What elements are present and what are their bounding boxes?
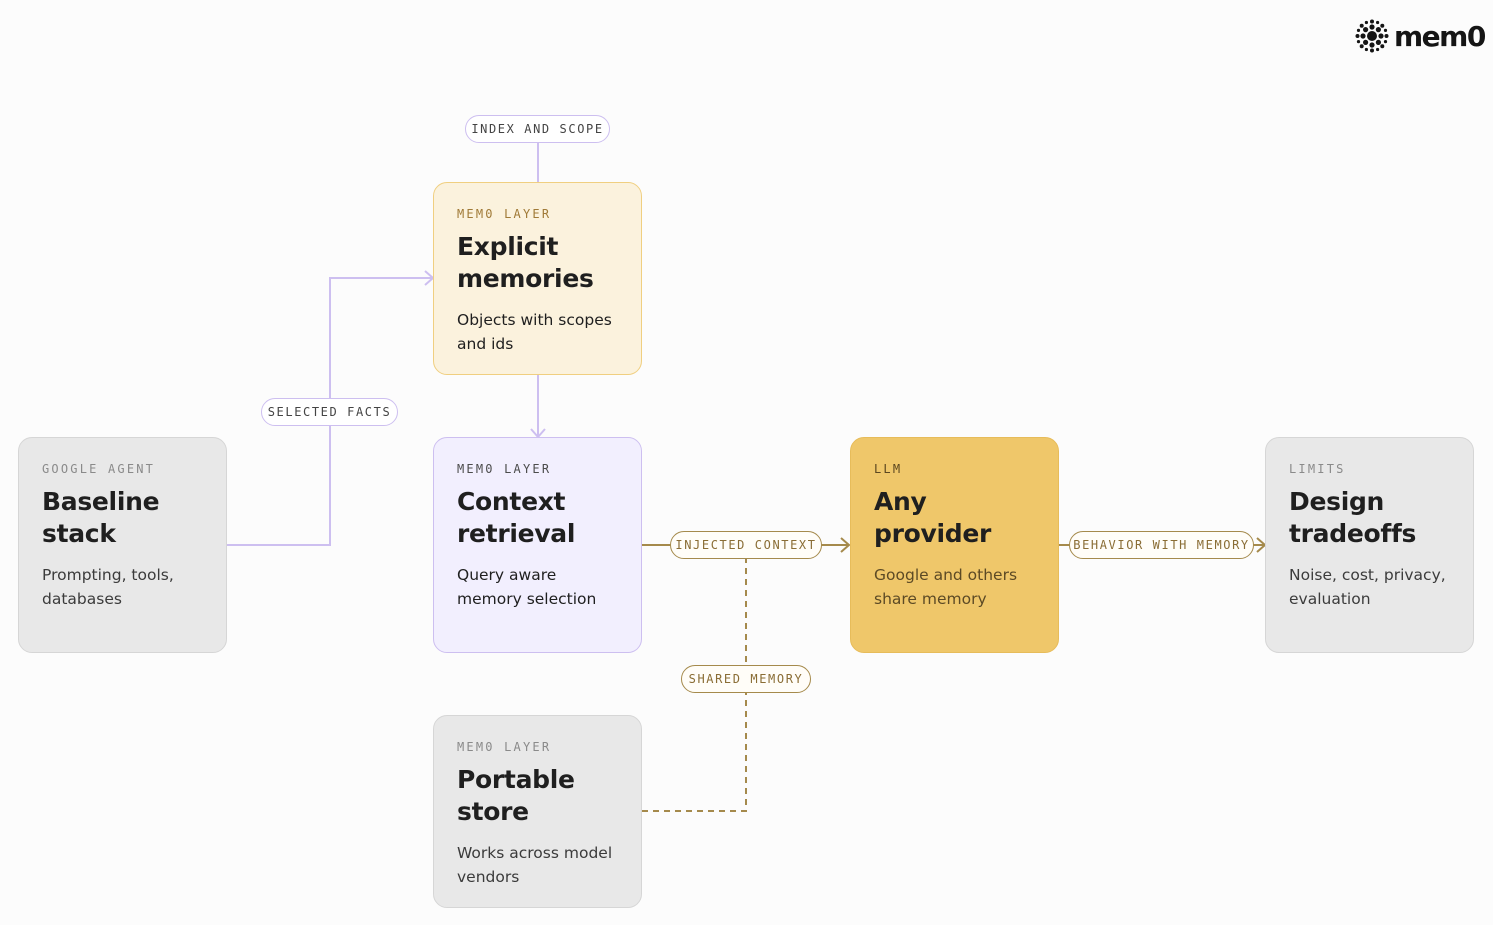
node-tag: MEM0 LAYER bbox=[457, 740, 552, 754]
brand-wordmark: mem0 bbox=[1394, 19, 1486, 53]
edge-label-selected-facts: SELECTED FACTS bbox=[261, 398, 398, 426]
node-any-provider: LLM Any provider Google and others share… bbox=[850, 437, 1059, 653]
edge-label-index-scope: INDEX AND SCOPE bbox=[465, 115, 610, 143]
node-tag: GOOGLE AGENT bbox=[42, 462, 156, 476]
edge-label-injected-context: INJECTED CONTEXT bbox=[670, 531, 822, 559]
edge-shared-memory bbox=[642, 557, 747, 812]
node-explicit-memories: MEM0 LAYER Explicit memories Objects wit… bbox=[433, 182, 642, 375]
node-description: Objects with scopes and ids bbox=[457, 311, 612, 353]
node-description: Prompting, tools, databases bbox=[42, 566, 174, 608]
arrowhead-injected-context bbox=[840, 537, 851, 553]
node-title: Context retrieval bbox=[457, 487, 576, 548]
node-description: Google and others share memory bbox=[874, 566, 1018, 608]
node-tag: MEM0 LAYER bbox=[457, 462, 552, 476]
edge-label-behavior-memory: BEHAVIOR WITH MEMORY bbox=[1069, 531, 1254, 559]
flower-dots-icon bbox=[1355, 19, 1389, 53]
node-portable-store: MEM0 LAYER Portable store Works across m… bbox=[433, 715, 642, 908]
node-tag: MEM0 LAYER bbox=[457, 207, 552, 221]
node-title: Explicit memories bbox=[457, 232, 594, 293]
node-description: Works across model vendors bbox=[457, 844, 613, 886]
node-title: Baseline stack bbox=[42, 487, 160, 548]
node-title: Any provider bbox=[874, 487, 992, 548]
brand-logo: mem0 bbox=[1355, 18, 1486, 54]
node-baseline-stack: GOOGLE AGENT Baseline stack Prompting, t… bbox=[18, 437, 227, 653]
node-title: Design tradeoffs bbox=[1289, 487, 1417, 548]
node-tag: LIMITS bbox=[1289, 462, 1346, 476]
edge-label-shared-memory: SHARED MEMORY bbox=[681, 665, 811, 693]
node-tag: LLM bbox=[874, 462, 903, 476]
node-description: Noise, cost, privacy, evaluation bbox=[1289, 566, 1446, 608]
node-context-retrieval: MEM0 LAYER Context retrieval Query aware… bbox=[433, 437, 642, 653]
node-description: Query aware memory selection bbox=[457, 566, 597, 608]
node-design-tradeoffs: LIMITS Design tradeoffs Noise, cost, pri… bbox=[1265, 437, 1474, 653]
node-title: Portable store bbox=[457, 765, 575, 826]
